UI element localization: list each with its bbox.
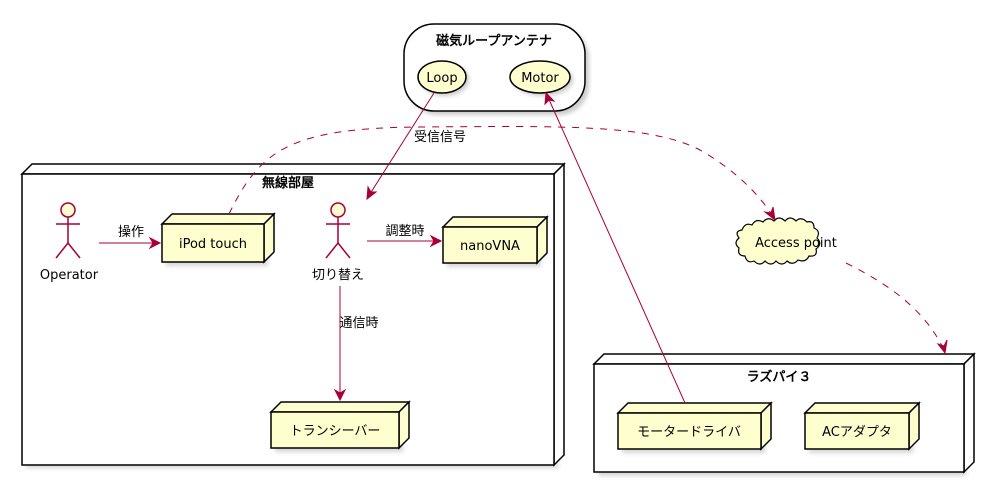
ipod-node[interactable]: iPod touch — [160, 212, 276, 266]
edge-label-communicating: 通信時 — [339, 316, 378, 331]
motor-usecase[interactable]: Motor — [509, 60, 573, 96]
motor-driver-label: モータードライバ — [637, 425, 741, 440]
radio-room-node[interactable]: 無線部屋 — [20, 162, 566, 468]
nanovna-label: nanoVNA — [460, 239, 520, 254]
arrowhead-icon — [936, 339, 948, 355]
arrowhead-icon — [366, 185, 378, 201]
edge-received-signal: 受信信号 — [366, 92, 466, 201]
transceiver-label: トランシーバー — [290, 424, 381, 439]
loop-label: Loop — [426, 71, 457, 86]
ac-adapter-node[interactable]: ACアダプタ — [803, 401, 921, 453]
arrowhead-icon — [763, 206, 776, 222]
motor-driver-node[interactable]: モータードライバ — [616, 401, 773, 453]
transceiver-node[interactable]: トランシーバー — [269, 400, 411, 452]
access-point-label: Access point — [755, 236, 837, 251]
switch-label: 切り替え — [312, 268, 364, 283]
operator-actor[interactable]: Operator — [40, 202, 99, 283]
access-point-cloud[interactable]: Access point — [735, 217, 837, 265]
switch-actor[interactable]: 切り替え — [312, 202, 364, 283]
arrowhead-icon — [148, 236, 162, 250]
edge-communicating: 通信時 — [333, 286, 379, 402]
raspi-node[interactable]: ラズパイ３ モータードライバ ACアダプタ — [592, 352, 976, 476]
arrowhead-icon — [429, 234, 443, 248]
antenna-title: 磁気ループアンテナ — [436, 33, 552, 49]
edge-ipod-to-access-point — [228, 126, 776, 222]
edge-tuning: 調整時 — [367, 224, 443, 248]
nanovna-node[interactable]: nanoVNA — [441, 215, 549, 267]
edge-motor-driver-to-motor — [544, 91, 686, 404]
loop-usecase[interactable]: Loop — [417, 60, 469, 96]
edge-label-operate: 操作 — [118, 224, 144, 240]
operator-stick-figure-icon — [55, 202, 81, 259]
edge-access-point-to-raspi — [845, 262, 948, 355]
ac-adapter-label: ACアダプタ — [822, 425, 892, 440]
arrowhead-icon — [333, 388, 347, 402]
edge-label-tuning: 調整時 — [385, 224, 424, 239]
switch-stick-figure-icon — [325, 202, 351, 259]
edge-operate: 操作 — [99, 224, 162, 250]
motor-label: Motor — [521, 71, 559, 86]
raspi-title: ラズパイ３ — [747, 369, 812, 385]
edge-label-received-signal: 受信信号 — [414, 130, 466, 145]
antenna-container[interactable]: 磁気ループアンテナ Loop Motor — [403, 23, 589, 115]
ipod-label: iPod touch — [179, 237, 247, 252]
operator-label: Operator — [40, 268, 99, 283]
radio-room-title: 無線部屋 — [262, 175, 314, 191]
arrowhead-icon — [544, 91, 556, 106]
